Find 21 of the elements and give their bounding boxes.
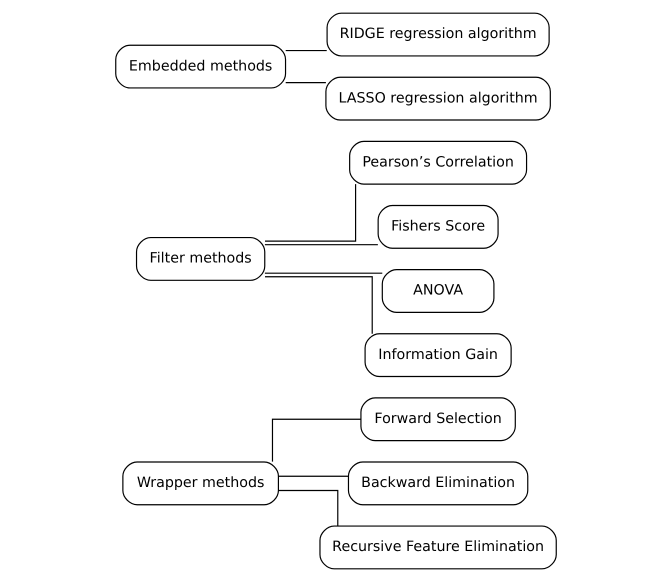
node-box: Information Gain xyxy=(364,333,512,378)
node-box: ANOVA xyxy=(382,269,494,313)
node-box: Embedded methods xyxy=(115,44,286,89)
connector xyxy=(286,50,327,52)
node-box: Fishers Score xyxy=(378,204,499,249)
connector xyxy=(278,476,348,477)
node-box: Pearson’s Correlation xyxy=(349,140,528,185)
connector xyxy=(272,418,361,462)
connector xyxy=(265,276,373,334)
connector xyxy=(278,490,338,526)
connector xyxy=(264,272,382,274)
node-box: Backward Elimination xyxy=(348,461,528,506)
connector xyxy=(286,82,326,84)
node-box: LASSO regression algorithm xyxy=(325,76,551,121)
connector xyxy=(265,184,356,242)
connector xyxy=(264,244,378,246)
node-box: Forward Selection xyxy=(360,397,516,442)
node-box: RIDGE regression algorithm xyxy=(326,12,550,56)
node-box: Filter methods xyxy=(136,236,266,281)
node-box: Recursive Feature Elimination xyxy=(319,526,557,570)
node-box: Wrapper methods xyxy=(122,461,279,506)
